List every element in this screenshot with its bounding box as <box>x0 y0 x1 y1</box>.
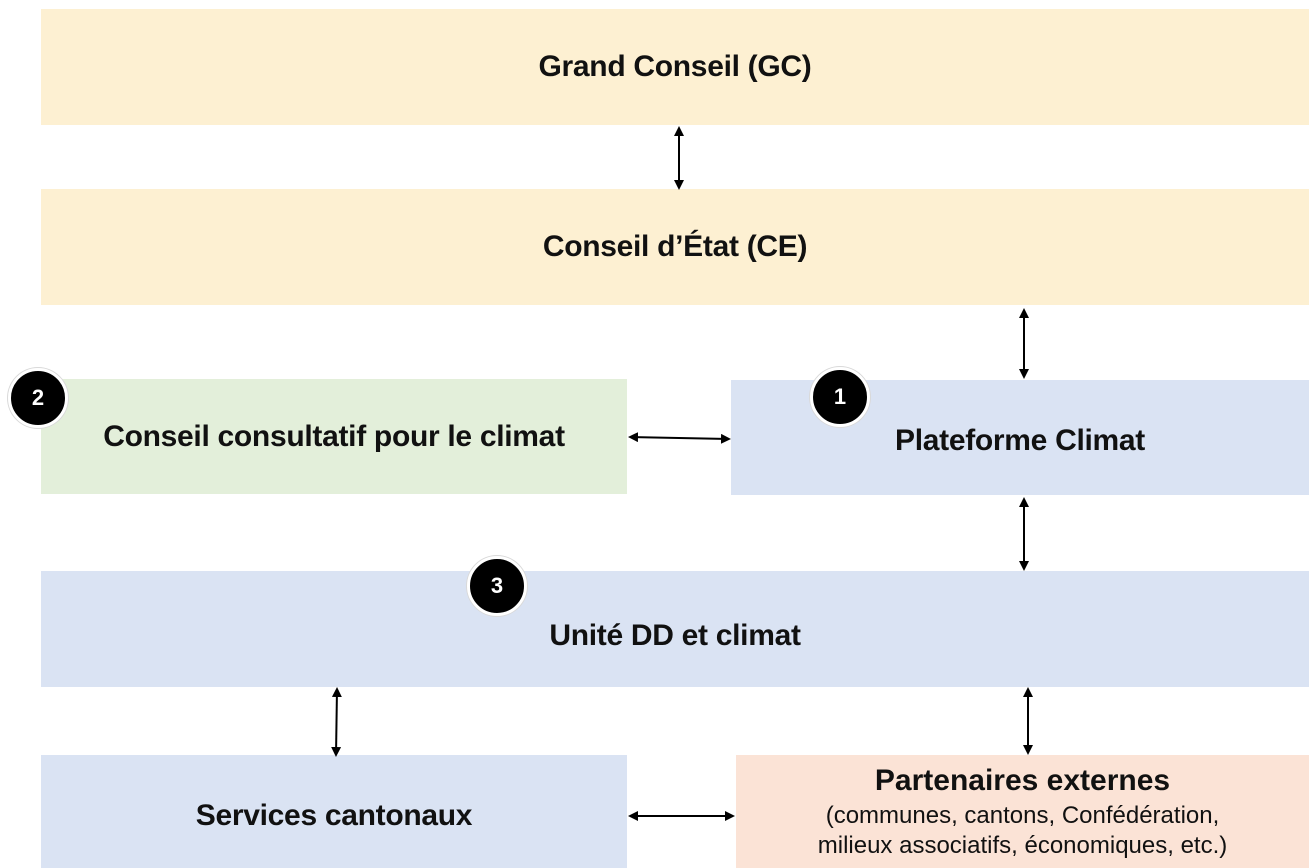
partenaires-externes-label: Partenaires externes <box>874 764 1171 797</box>
services-cantonaux-box: Services cantonaux <box>41 755 627 868</box>
partenaires-externes-box: Partenaires externes (communes, cantons,… <box>736 755 1309 868</box>
grand-conseil-label: Grand Conseil (GC) <box>538 50 812 83</box>
grand-conseil-box: Grand Conseil (GC) <box>41 9 1309 125</box>
badge-3: 3 <box>467 556 527 616</box>
unite-dd-box: Unité DD et climat <box>41 571 1309 687</box>
conseil-consultatif-label: Conseil consultatif pour le climat <box>103 419 565 453</box>
arrow-unite-services <box>331 687 342 757</box>
badge-1: 1 <box>810 367 870 427</box>
partenaires-externes-sub-line2: milieux associatifs, économiques, etc.) <box>817 832 1228 859</box>
services-cantonaux-label: Services cantonaux <box>195 798 473 832</box>
unite-dd-label: Unité DD et climat <box>549 619 801 652</box>
conseil-consultatif-box: Conseil consultatif pour le climat <box>41 379 627 494</box>
partenaires-externes-sub-line1: (communes, cantons, Confédération, <box>825 802 1220 829</box>
plateforme-climat-label: Plateforme Climat <box>895 423 1145 457</box>
arrow-ccc-plateforme <box>628 432 731 444</box>
conseil-etat-label: Conseil d’État (CE) <box>542 230 808 263</box>
badge-2: 2 <box>8 368 68 428</box>
conseil-etat-box: Conseil d’État (CE) <box>41 189 1309 305</box>
